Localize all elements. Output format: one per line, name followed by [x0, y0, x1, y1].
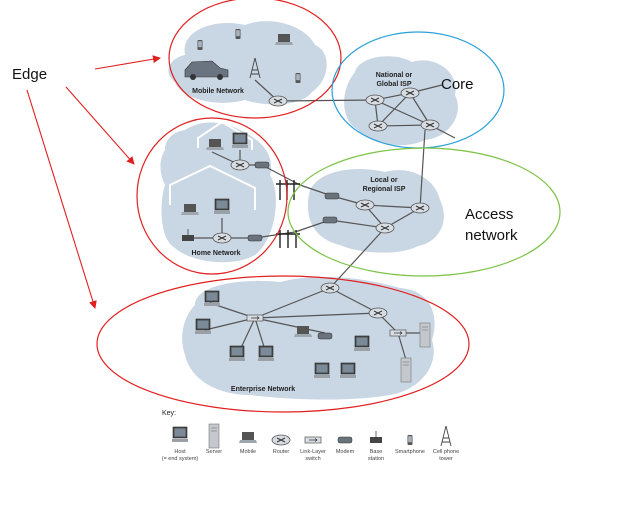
key-router-label: Router	[273, 449, 290, 455]
enterprise-network-cloud	[182, 276, 435, 400]
access-annotation-line2: network	[465, 227, 518, 244]
cell-tower-icon	[440, 425, 452, 447]
key-host-label-line1: Host	[174, 449, 186, 455]
server-icon	[208, 423, 220, 449]
server-icon	[419, 322, 431, 348]
desktop-computer-icon	[228, 345, 246, 362]
host-icon	[171, 426, 189, 443]
edge-arrows	[26, 55, 161, 309]
link-layer-switch-icon	[389, 329, 407, 337]
key-mobile-label: Mobile	[240, 449, 256, 455]
home-network-cloud	[160, 122, 276, 263]
access-annotation-line1: Access	[465, 206, 513, 223]
network-devices	[169, 29, 440, 383]
core-annotation: Core	[441, 76, 474, 93]
router-icon	[410, 202, 430, 214]
key-base-label-line2: station	[368, 456, 384, 462]
desktop-computer-icon	[194, 318, 212, 335]
key-modem-label: Modem	[336, 449, 355, 455]
key-title: Key:	[162, 410, 176, 417]
router-icon	[355, 199, 375, 211]
router-icon	[320, 282, 340, 294]
modem-icon	[247, 234, 263, 242]
router-icon	[420, 119, 440, 131]
global-isp-label-line2: Global ISP	[376, 81, 411, 88]
key-base-label-line1: Base	[370, 449, 383, 455]
key-switch-label-line1: Link-Layer	[300, 449, 326, 455]
mobile-device-icon	[239, 432, 257, 443]
desktop-computer-icon	[231, 132, 249, 149]
router-icon	[400, 87, 420, 99]
modem-icon	[254, 161, 270, 169]
router-icon	[268, 95, 288, 107]
arrow-to-enterprise	[26, 89, 97, 309]
home-network-outline	[136, 117, 288, 275]
mobile-network-label: Mobile Network	[192, 88, 244, 95]
access-network-outline	[287, 147, 561, 277]
legend-key: Key: Host (= end system) Server Mobile R…	[162, 410, 459, 462]
key-host-label-line2: (= end system)	[162, 456, 199, 462]
key-switch-label-line2: switch	[305, 456, 320, 462]
house-outline	[169, 120, 256, 210]
router-icon	[212, 232, 232, 244]
regional-isp-label-line2: Regional ISP	[363, 186, 406, 193]
regional-isp-cloud	[307, 169, 444, 253]
base-station-icon	[369, 430, 383, 444]
link-layer-switch-icon	[246, 314, 264, 322]
modem-icon	[324, 192, 340, 200]
regional-isp-label-line1: Local or	[370, 177, 398, 184]
global-isp-label-line1: National or	[376, 72, 413, 79]
key-server-label: Server	[206, 449, 222, 455]
server-icon	[400, 357, 412, 383]
arrow-to-home	[65, 86, 135, 165]
desktop-computer-icon	[353, 335, 371, 352]
smartphone-icon	[295, 73, 301, 83]
global-isp-cloud	[344, 56, 458, 146]
smartphone-icon	[407, 435, 413, 445]
home-network-label: Home Network	[191, 250, 240, 257]
desktop-computer-icon	[203, 290, 221, 307]
router-icon	[230, 159, 250, 171]
router-icon	[375, 222, 395, 234]
router-icon	[368, 120, 388, 132]
router-icon	[368, 307, 388, 319]
key-tower-label-line1: Cell phone	[433, 449, 459, 455]
edge-annotation: Edge	[12, 66, 47, 83]
enterprise-network-outline	[96, 275, 470, 413]
desktop-computer-icon	[313, 362, 331, 379]
arrow-to-mobile	[94, 55, 161, 70]
modem-icon	[317, 332, 333, 340]
desktop-computer-icon	[213, 198, 231, 215]
modem-icon	[322, 216, 338, 224]
link-layer-switch-icon	[304, 436, 322, 444]
router-icon	[271, 434, 291, 446]
desktop-computer-icon	[257, 345, 275, 362]
modem-icon	[337, 436, 353, 444]
smartphone-icon	[197, 40, 203, 50]
mobile-network-outline	[168, 0, 342, 119]
smartphone-icon	[235, 29, 241, 39]
desktop-computer-icon	[339, 362, 357, 379]
enterprise-network-label: Enterprise Network	[231, 386, 295, 393]
key-tower-label-line2: tower	[439, 456, 453, 462]
router-icon	[365, 94, 385, 106]
car-icon	[184, 60, 229, 80]
key-smartphone-label: Smartphone	[395, 449, 425, 455]
